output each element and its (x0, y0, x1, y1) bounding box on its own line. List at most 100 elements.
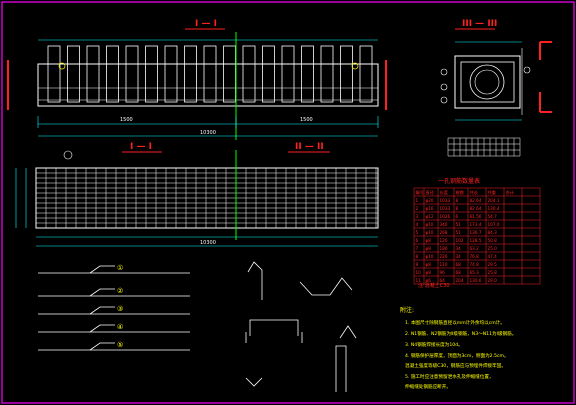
elevation-view: I — I 1500 1500 10300 (7, 19, 387, 140)
table-cell: 268 (440, 230, 448, 235)
table-cell: 54.7 (488, 214, 498, 219)
table-cell: 76.8 (470, 254, 480, 259)
table-cell: 130.6 (470, 278, 482, 283)
table-cell: 29.0 (488, 278, 498, 283)
table-cell: 6 (456, 214, 459, 219)
table-cell: 共重 (488, 189, 496, 196)
bar-mark-labels: ① ② ③ ④ ⑤ (117, 264, 123, 349)
dim-total-top: 10300 (200, 130, 216, 136)
table-cell: 74.8 (470, 262, 480, 267)
table-cell: 186 (440, 246, 448, 251)
table-cell: 102 (456, 238, 464, 243)
table-cell: 合计 (506, 189, 514, 196)
table-cell: 226 (440, 254, 448, 259)
table-cell: 68 (456, 262, 462, 267)
stirrup (281, 45, 295, 103)
stirrup (164, 45, 178, 103)
bar-mark: ⑤ (117, 341, 123, 349)
table-cell: 136.7 (470, 230, 482, 235)
table-cell: 204 (456, 278, 464, 283)
table-cell: 8 (456, 206, 459, 211)
table-cell: φ10 (426, 222, 434, 227)
stirrup (145, 45, 158, 103)
stirrup (320, 45, 334, 103)
stirrup-details (245, 261, 357, 392)
table-cell: 64 (440, 278, 446, 283)
notes-heading: 附注: (400, 306, 414, 314)
table-note: 注:混凝土C30 (418, 282, 450, 289)
plan-view: I — I II — II 10300 (15, 142, 379, 247)
stirrup (125, 45, 139, 103)
table-cell: 直径 (426, 189, 434, 195)
stirrup (301, 45, 314, 103)
table-title: 一孔钢筋数量表 (438, 177, 480, 185)
stirrup (106, 45, 119, 103)
bar-mark: ① (117, 264, 123, 272)
table-cell: 340 (440, 222, 448, 227)
stirrup (340, 45, 353, 103)
note-line: 5. 施工时应注意预留泄水孔及伸缩缝位置， (405, 373, 494, 380)
table-cell: 96 (440, 270, 446, 275)
stirrup (86, 45, 100, 103)
note-line: 伸缩缝处钢筋应断开。 (405, 383, 451, 390)
table-cell: 130.4 (488, 206, 500, 211)
small-schedule-grid (447, 137, 521, 157)
stirrup (223, 45, 236, 103)
dim-left-half: 1500 (120, 117, 133, 123)
table-cell: 68 (456, 270, 462, 275)
table-cell: 1033 (440, 206, 451, 211)
table-cell: 51 (456, 230, 462, 235)
table-cell: 4 (416, 222, 419, 227)
table-cell: 61.56 (470, 214, 482, 219)
table-cell: 47.4 (488, 254, 498, 259)
table-cell: 7 (416, 246, 419, 251)
table-cell: 29.5 (488, 262, 498, 267)
table-cell: 长度 (440, 189, 449, 196)
section-title: III — III (462, 19, 497, 29)
table-cell: 84.3 (488, 230, 498, 235)
dim-right-half: 1500 (300, 117, 313, 123)
table-cell: 63.2 (470, 246, 480, 251)
table-cell: φ20 (426, 198, 434, 203)
plan-left-title: I — I (130, 142, 152, 152)
notes-block: 附注: 1. 本图尺寸除钢筋直径以mm计外余均以cm计。 2. N1钢筋、N2钢… (400, 306, 516, 390)
table-cell: 1033 (440, 198, 451, 203)
note-line: 3. N4钢筋焊接长度为10d。 (405, 341, 463, 348)
table-cell: 173.4 (470, 222, 482, 227)
stirrup (203, 45, 217, 103)
table-cell: 编号 (416, 189, 424, 196)
stirrup (47, 45, 61, 103)
bar-shapes (38, 265, 190, 351)
table-cell: φ10 (426, 230, 434, 235)
note-line: 1. 本图尺寸除钢筋直径以mm计外余均以cm计。 (405, 319, 505, 326)
stirrup (184, 45, 197, 103)
table-cell: φ10 (426, 254, 434, 259)
table-cell: 共长 (470, 189, 479, 196)
table-cell: 65.3 (470, 270, 480, 275)
stirrup (242, 45, 256, 103)
table-cell: 25.0 (488, 246, 498, 251)
table-cell: φ8 (426, 262, 432, 267)
table-cell: 8 (416, 254, 419, 259)
table-cell: 11 (416, 278, 422, 283)
table-cell: 128.5 (470, 238, 482, 243)
table-cell: 1026 (440, 214, 451, 219)
table-cell: 110 (440, 262, 448, 267)
table-cell: 根数 (456, 189, 465, 196)
stirrup (262, 45, 275, 103)
table-cell: 34 (456, 246, 462, 251)
table-cell: φ16 (426, 206, 434, 211)
table-cell: φ8 (426, 270, 432, 275)
table-cell: 50.8 (488, 238, 498, 243)
table-cell: φ6 (426, 278, 432, 283)
table-cell: 9 (416, 262, 419, 267)
table-cell: 8 (456, 198, 459, 203)
bar-mark: ④ (117, 323, 123, 331)
table-cell: 126 (440, 238, 448, 243)
table-cell: φ8 (426, 238, 432, 243)
dim-total-bottom: 10300 (200, 240, 216, 246)
table-cell: 25.8 (488, 270, 498, 275)
table-cell: φ12 (426, 214, 434, 219)
